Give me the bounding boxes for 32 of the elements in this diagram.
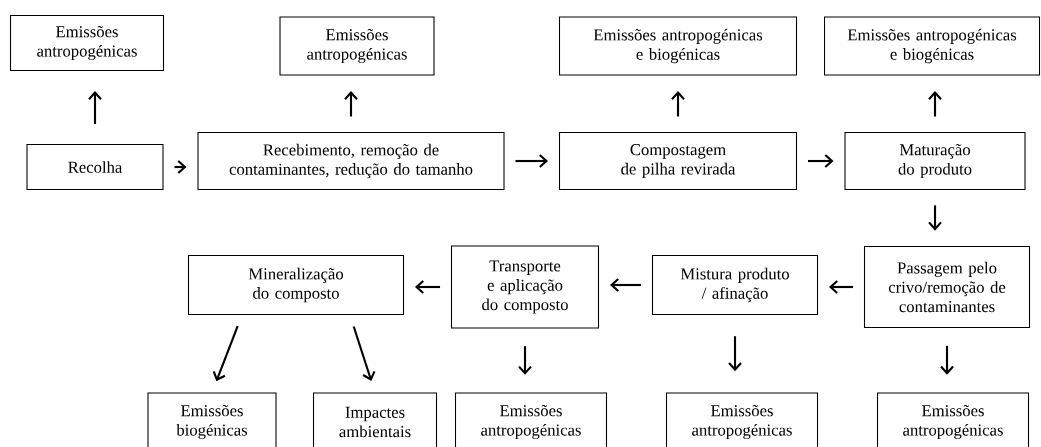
process-box: Compostagem de pilha revirada [558,131,798,191]
arrow [515,154,549,168]
process-box: Transporte e aplicação do composto [450,245,600,329]
arrow [609,278,642,292]
process-box: Emissões biogénicas [147,392,277,447]
arrow [352,326,376,382]
arrow [344,91,358,117]
arrow [414,280,441,294]
process-box: Emissões antropogénicas [876,392,1030,447]
process-box: Recolha [26,143,164,191]
process-box: Passagem pelo crivo/remoção de contaminantes [863,245,1031,329]
process-box: Emissões antropogénicas [454,392,608,447]
arrow [928,205,942,231]
process-box: Mineralização do composto [187,254,405,316]
process-box: Emissões antropogénicas [9,14,165,72]
process-box: Emissões antropogénicas [279,16,435,76]
arrow [671,91,685,117]
arrow [828,280,854,294]
process-box: Impactes ambientais [312,392,438,447]
process-box: Mistura produto / afinação [651,254,819,316]
arrow [928,91,942,117]
process-box: Emissões antropogénicas e biogénicas [823,16,1041,76]
process-box: Emissões antropogénicas e biogénicas [558,16,798,76]
arrow [88,91,102,124]
arrow [212,325,239,382]
process-box: Maturação do produto [844,131,1026,191]
process-box: Recebimento, remoção de contaminantes, redução do tamanho [197,131,505,191]
arrow [518,346,532,375]
arrow [940,345,954,375]
arrow [808,154,834,168]
arrow [728,336,742,372]
process-box: Emissões antropogénicas [665,392,819,447]
